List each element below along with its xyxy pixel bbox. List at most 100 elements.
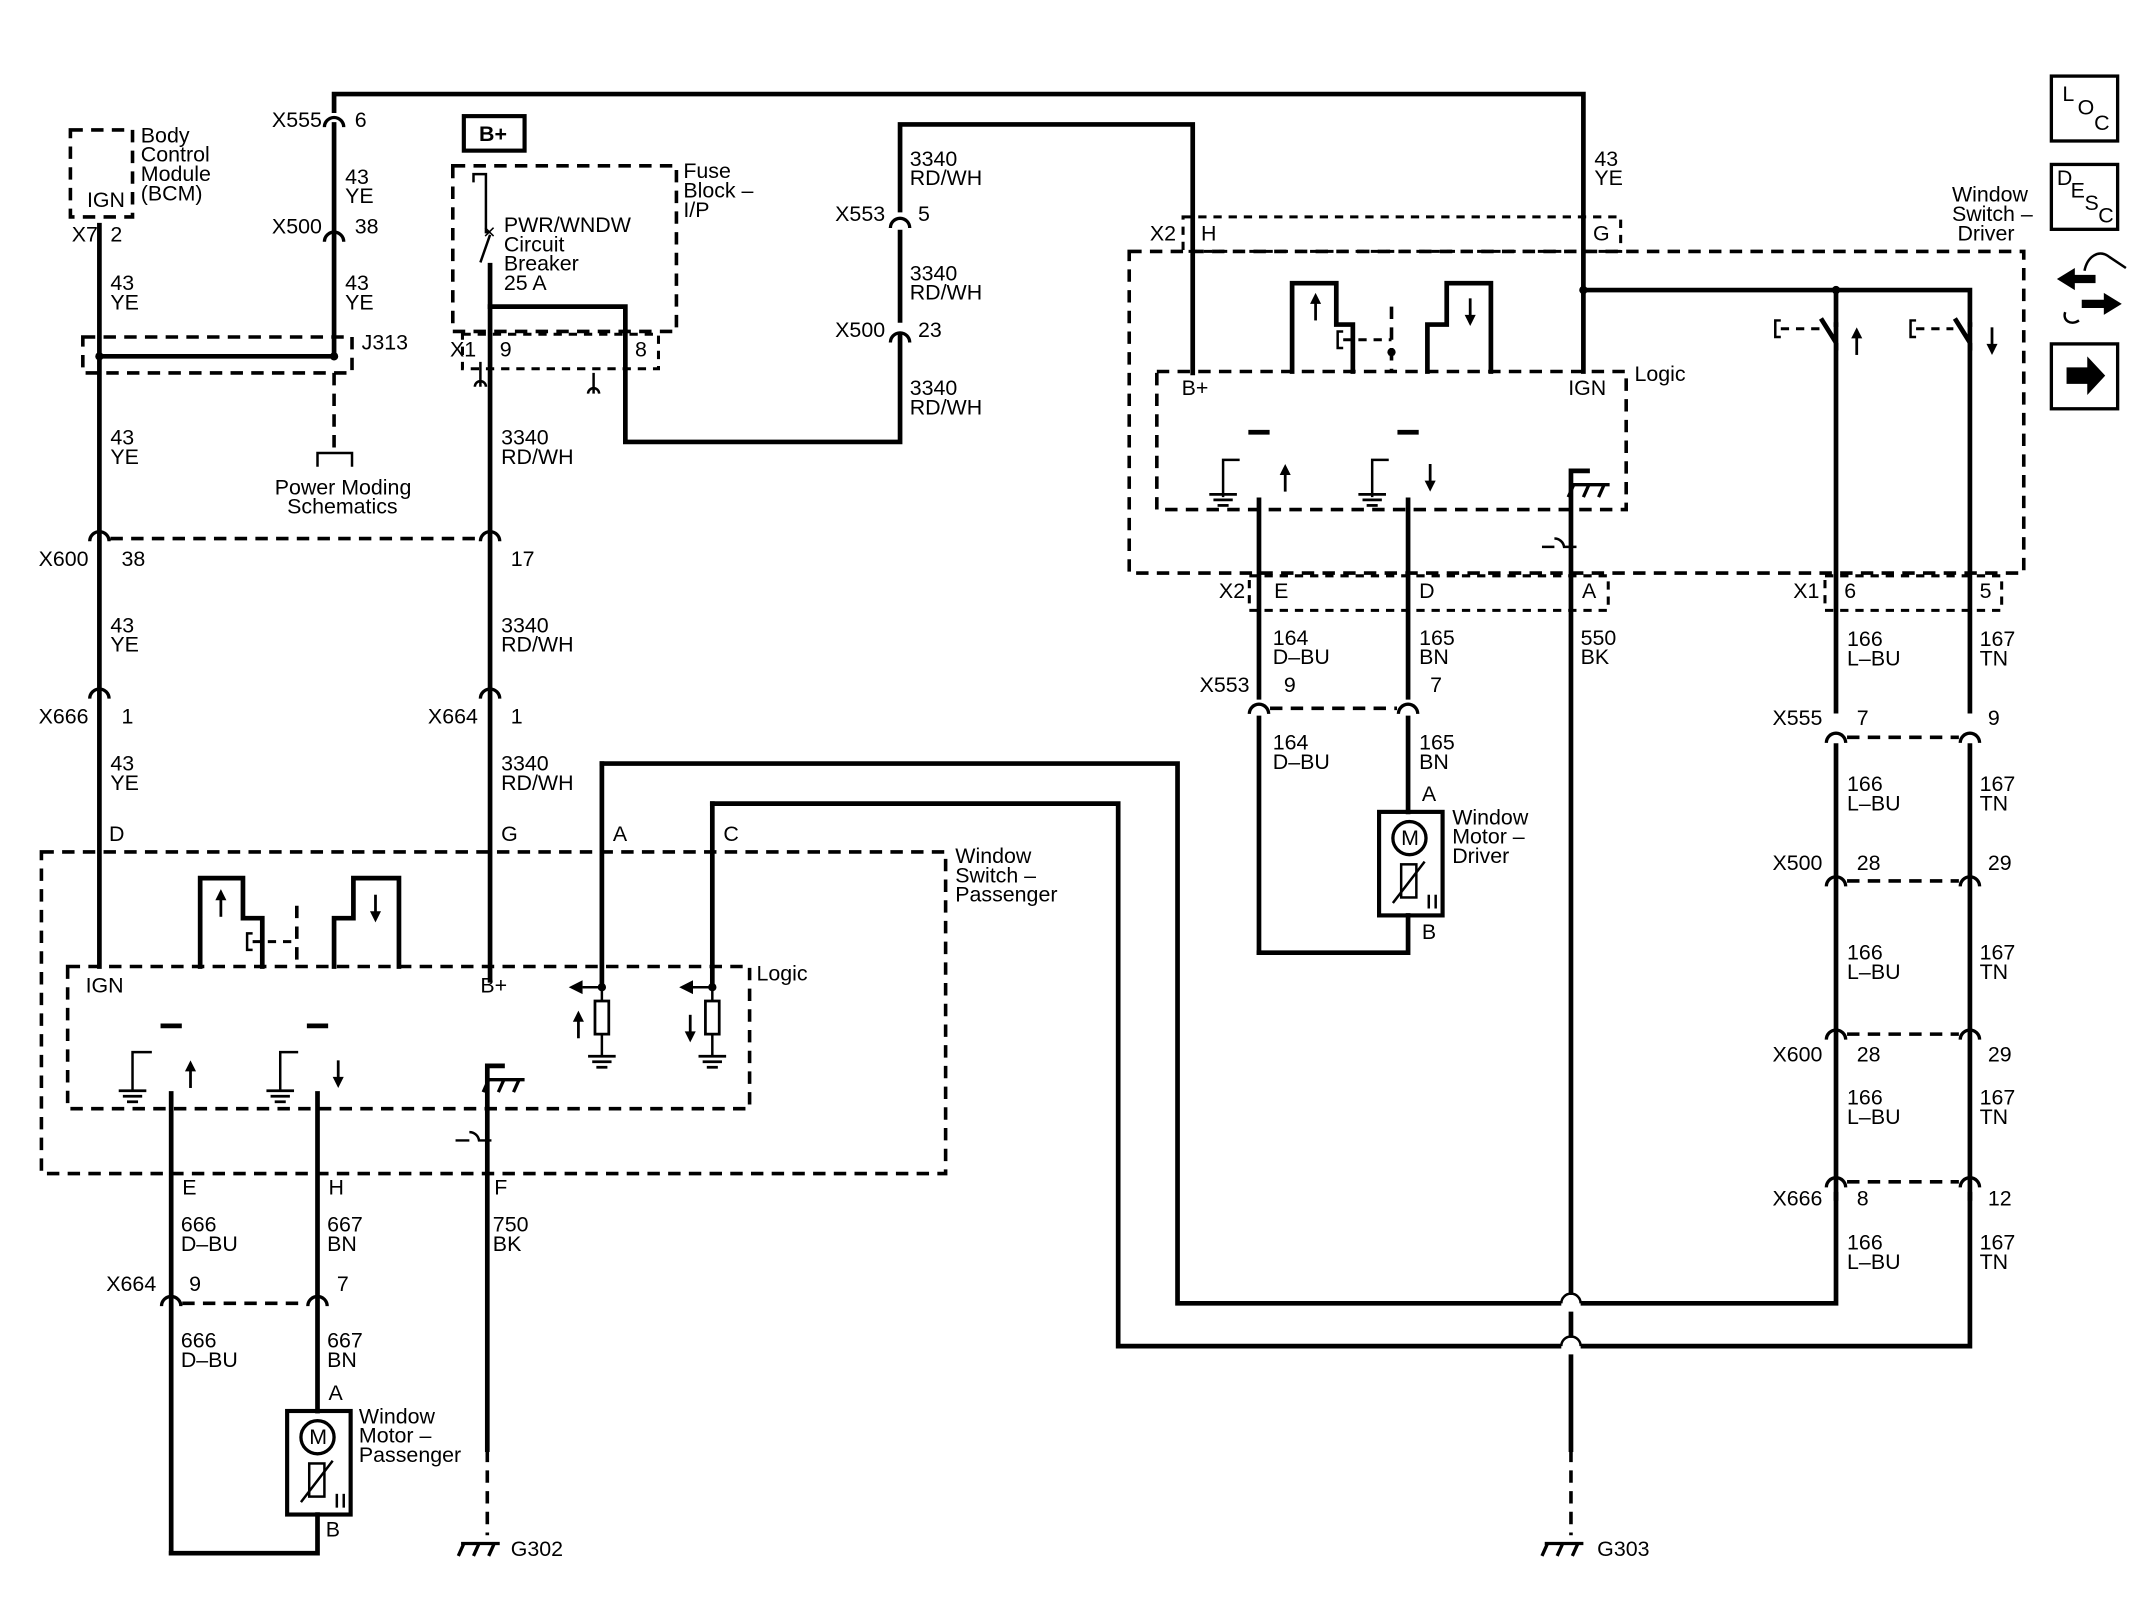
connector-x664-lower: X664	[106, 1272, 156, 1296]
svg-text:TN: TN	[1980, 1250, 2009, 1274]
connector-x666-lower: X666	[1773, 1186, 1823, 1210]
svg-text:D–BU: D–BU	[1273, 645, 1330, 669]
svg-text:BK: BK	[1581, 645, 1610, 669]
ground-g302: G302	[511, 1537, 563, 1561]
svg-text:L–BU: L–BU	[1847, 792, 1900, 816]
svg-text:29: 29	[1988, 851, 2012, 875]
svg-text:D–BU: D–BU	[181, 1232, 238, 1256]
circuit-43-ye-upper: X555 6 43 YE X500 38 43 YE	[272, 108, 379, 359]
svg-text:IGN: IGN	[1568, 376, 1606, 400]
svg-text:28: 28	[1857, 851, 1881, 875]
svg-text:666: 666	[181, 1213, 217, 1237]
svg-text:D–BU: D–BU	[181, 1348, 238, 1372]
svg-text:17: 17	[511, 547, 535, 571]
svg-text:J313: J313	[362, 330, 408, 354]
svg-text:7: 7	[1430, 673, 1442, 697]
svg-text:Module: Module	[141, 162, 211, 186]
svg-text:43: 43	[110, 751, 134, 775]
svg-text:Logic: Logic	[756, 961, 807, 985]
svg-text:7: 7	[337, 1272, 349, 1296]
svg-text:29: 29	[1988, 1043, 2012, 1067]
window-motor-passenger: M B Window Motor – Passenger	[168, 1404, 461, 1556]
svg-text:166: 166	[1847, 941, 1883, 965]
svg-text:3340: 3340	[501, 613, 549, 637]
svg-text:5: 5	[1980, 579, 1992, 603]
svg-text:166: 166	[1847, 1086, 1883, 1110]
svg-text:750: 750	[493, 1213, 529, 1237]
connector-x7: X7	[72, 223, 98, 247]
svg-text:E: E	[1274, 579, 1288, 603]
svg-text:Control: Control	[141, 143, 210, 167]
svg-text:Passenger: Passenger	[359, 1443, 461, 1467]
svg-text:Circuit: Circuit	[504, 232, 565, 256]
svg-text:TN: TN	[1980, 1105, 2009, 1129]
svg-text:B: B	[326, 1518, 340, 1542]
svg-text:2: 2	[110, 223, 122, 247]
svg-text:L–BU: L–BU	[1847, 960, 1900, 984]
passenger-motor-circuits: 666 D–BU 667 BN 750 BK X664 9 7 666 D–BU…	[106, 1213, 563, 1561]
svg-text:6: 6	[1844, 579, 1856, 603]
svg-text:43: 43	[345, 165, 369, 189]
svg-text:S: S	[2084, 191, 2098, 215]
svg-text:Fuse: Fuse	[683, 159, 731, 183]
svg-text:1: 1	[511, 705, 523, 729]
svg-text:M: M	[1401, 826, 1419, 850]
svg-text:BN: BN	[1419, 645, 1449, 669]
svg-text:43: 43	[110, 271, 134, 295]
svg-text:A: A	[1422, 782, 1437, 806]
svg-text:Motor –: Motor –	[359, 1424, 432, 1448]
connector-x2-upper: X2	[1150, 221, 1176, 245]
side-nav-icons[interactable]: L O C D E S C	[2049, 74, 2127, 411]
svg-text:Window: Window	[1452, 805, 1529, 829]
svg-text:7: 7	[1857, 706, 1869, 730]
bcm-ign-pin: IGN	[87, 188, 125, 212]
svg-text:167: 167	[1980, 1086, 2016, 1110]
svg-text:165: 165	[1419, 731, 1455, 755]
connector-x664: X664	[428, 705, 478, 729]
svg-text:23: 23	[918, 318, 942, 342]
window-switch-driver: X2 H G Window Switch – Driver Logic B+ I…	[1127, 183, 2033, 1453]
svg-text:6: 6	[355, 108, 367, 132]
svg-text:D: D	[109, 822, 124, 846]
svg-text:9: 9	[500, 337, 512, 361]
svg-text:A: A	[613, 822, 628, 846]
next-page-arrow-icon[interactable]	[2049, 342, 2120, 411]
svg-text:Block –: Block –	[683, 179, 753, 203]
svg-text:D–BU: D–BU	[1273, 750, 1330, 774]
svg-text:L–BU: L–BU	[1847, 1105, 1900, 1129]
driver-switch-circuits-166-167: 166 L–BU 167 TN X555 7 9 166 L–BU 167 TN…	[1773, 627, 2016, 1274]
svg-text:3340: 3340	[910, 261, 958, 285]
svg-text:Driver: Driver	[1452, 844, 1509, 868]
circuit-43-ye-driver: 43 YE	[1594, 147, 1623, 190]
svg-text:38: 38	[121, 547, 145, 571]
svg-text:Breaker: Breaker	[504, 252, 579, 276]
description-view-icon[interactable]: D E S C	[2049, 162, 2120, 231]
svg-text:167: 167	[1980, 772, 2016, 796]
connector-x600: X600	[39, 547, 89, 571]
svg-text:YE: YE	[110, 290, 139, 314]
svg-text:165: 165	[1419, 626, 1455, 650]
svg-text:RD/WH: RD/WH	[501, 445, 573, 469]
svg-text:PWR/WNDW: PWR/WNDW	[504, 213, 632, 237]
bcm-module: IGN Body Control Module (BCM) X7 2	[68, 123, 211, 247]
svg-text:RD/WH: RD/WH	[501, 771, 573, 795]
svg-text:3340: 3340	[910, 376, 958, 400]
connector-x553-upper: X553	[835, 202, 885, 226]
svg-text:(BCM): (BCM)	[141, 181, 203, 205]
svg-text:667: 667	[327, 1328, 363, 1352]
circuit-43-ye-left: 43 YE 43 YE X600 38 43 YE X666 1 43 YE D	[39, 222, 145, 969]
svg-text:H: H	[1201, 221, 1216, 245]
svg-text:Motor –: Motor –	[1452, 825, 1525, 849]
svg-text:M: M	[309, 1425, 327, 1449]
connector-x666: X666	[39, 705, 89, 729]
svg-text:BN: BN	[1419, 750, 1449, 774]
window-switch-passenger: Window Switch – Passenger Logic IGN B+ A…	[39, 761, 1057, 1556]
connector-x555-upper: X555	[272, 108, 322, 132]
svg-text:667: 667	[327, 1213, 363, 1237]
location-view-icon[interactable]: L O C	[2049, 74, 2120, 143]
tools-and-connector-icon[interactable]	[2056, 252, 2127, 324]
svg-text:YE: YE	[1594, 166, 1623, 190]
svg-text:167: 167	[1980, 1230, 2016, 1254]
svg-text:43: 43	[110, 613, 134, 637]
svg-text:H: H	[329, 1175, 344, 1199]
